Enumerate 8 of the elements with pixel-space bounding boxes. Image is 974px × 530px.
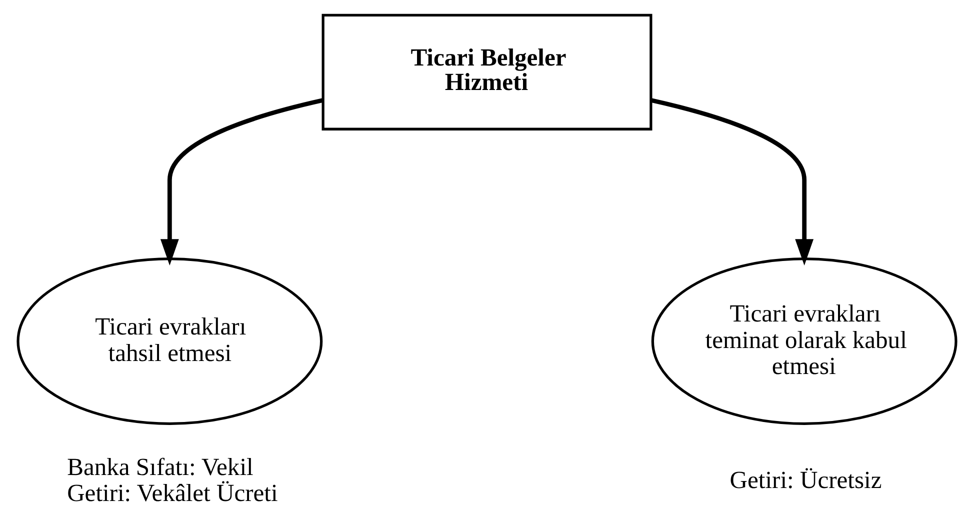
node-ellipse: Ticari evrakları tahsil etmesi — [16, 258, 323, 425]
node-ellipse: Ticari evrakları teminat olarak kabul etmesi — [651, 258, 958, 425]
node-label: Getiri: Vekâlet Ücreti — [67, 480, 278, 508]
arrow — [160, 98, 324, 266]
node-box: Ticari Belgeler Hizmeti — [322, 14, 652, 130]
node-label: Getiri: Ücretsiz — [730, 467, 882, 494]
node-label: Banka Sıfatı: Vekil — [67, 454, 254, 481]
arrow — [650, 98, 814, 266]
